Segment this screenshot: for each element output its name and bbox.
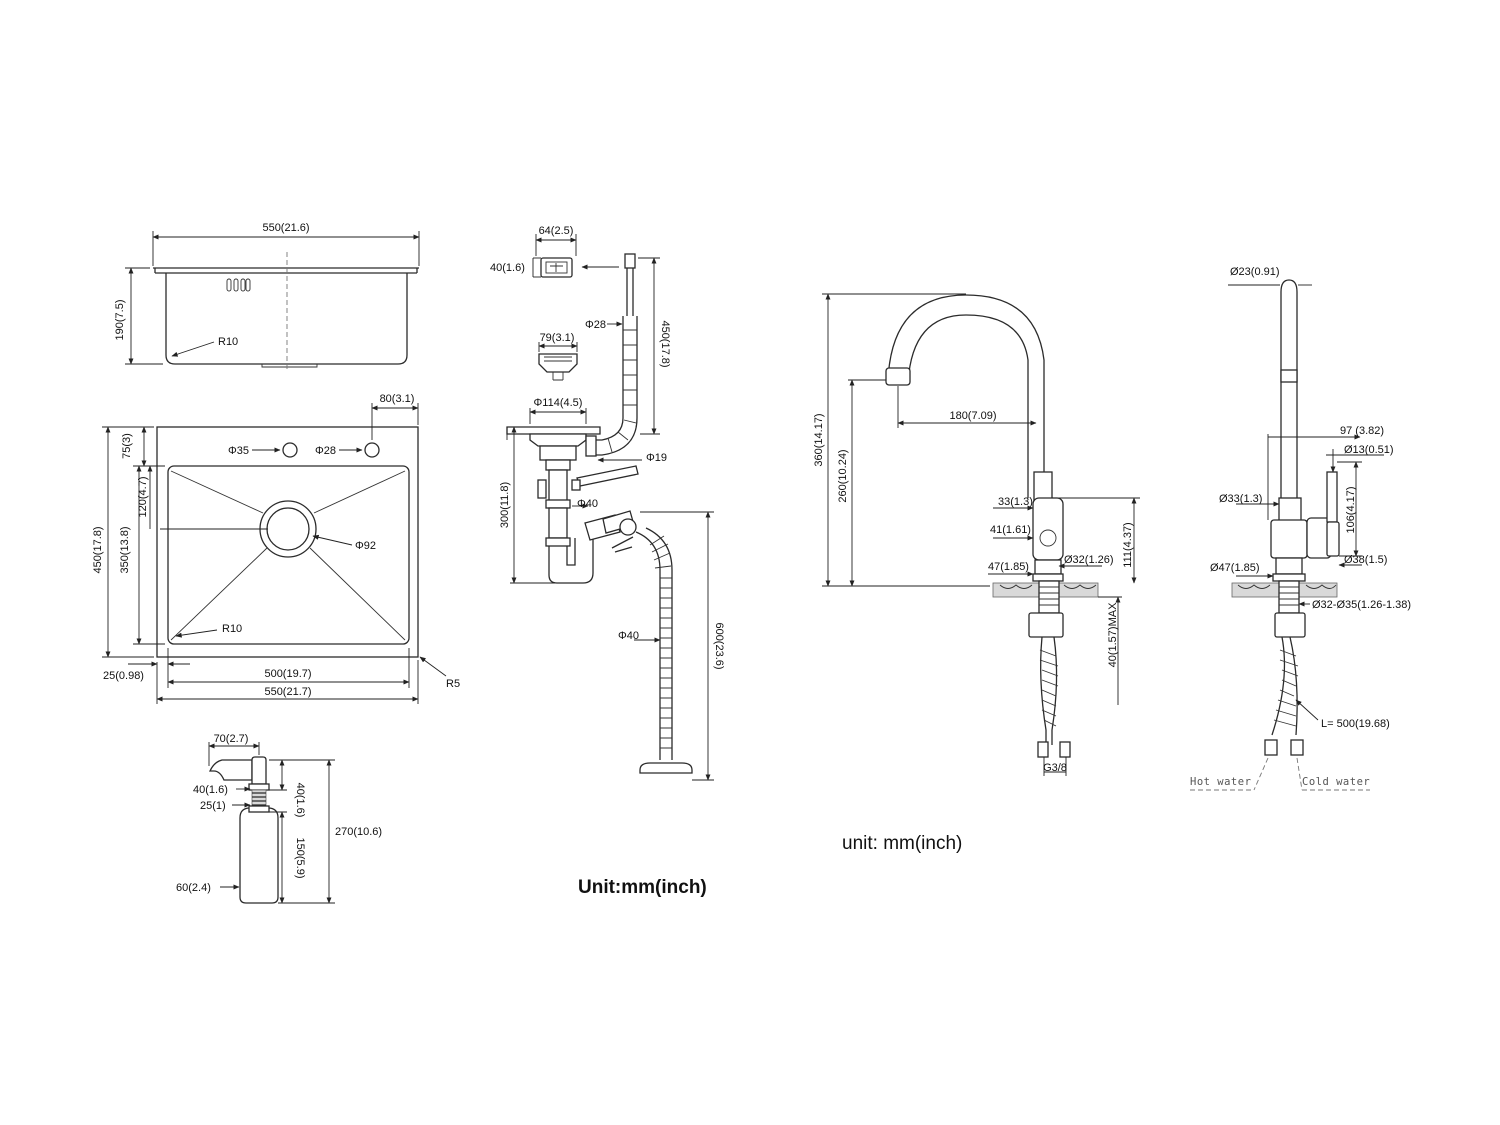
rim-top-label: 75(3) <box>121 433 133 459</box>
soap-head-label: 40(1.6) <box>193 784 228 796</box>
hole-label: Ø32-Ø35(1.26-1.38) <box>1312 599 1411 611</box>
handle-a-label: 33(1.3) <box>998 496 1033 508</box>
unit-label-right: unit: mm(inch) <box>842 833 962 854</box>
pipe-b-label: Φ40 <box>618 630 639 642</box>
soap-head-right-label: 40(1.6) <box>294 783 306 818</box>
side-base-label: Ø47(1.85) <box>1210 562 1260 574</box>
sink-top-view <box>102 403 447 704</box>
basket-label: 79(3.1) <box>540 332 575 344</box>
soap-diameter-label: 60(2.4) <box>176 882 211 894</box>
rim-right-label: 80(3.1) <box>380 393 415 405</box>
corner-radius-label: R5 <box>446 678 460 690</box>
spout-dia-label: Ø23(0.91) <box>1230 266 1280 278</box>
flange-label: Φ114(4.5) <box>534 397 583 409</box>
faucet-side-view <box>1190 279 1384 791</box>
reach-label: 180(7.09) <box>949 410 996 422</box>
drain-label: Φ92 <box>355 540 376 552</box>
faucet-height-label: 360(14.17) <box>813 413 825 466</box>
outlet-label: Φ19 <box>646 452 667 464</box>
handle-dia-label: Ø13(0.51) <box>1344 444 1394 456</box>
hot-water-label: Hot water <box>1190 776 1251 788</box>
thread-label: G3/8 <box>1043 762 1067 774</box>
overflow-width-label: 64(2.5) <box>539 225 574 237</box>
body-height-label: 111(4.37) <box>1122 522 1134 567</box>
total-height-label: 600(23.6) <box>713 622 725 669</box>
soap-thread-label: 25(1) <box>200 800 226 812</box>
hose-dia-label: Φ28 <box>585 319 606 331</box>
handle-height-label: 106(4.17) <box>1345 486 1357 533</box>
handle-b-label: 41(1.61) <box>990 524 1031 536</box>
hose-length-label: 450(17.8) <box>659 320 671 367</box>
hole-tap-label: Φ28 <box>315 445 336 457</box>
sink-radius-label: R10 <box>218 336 238 348</box>
hole-offset-label: 120(4.7) <box>137 477 149 518</box>
body-dia-label: Ø33(1.3) <box>1219 493 1262 505</box>
inner-width-label: 500(19.7) <box>264 668 311 680</box>
soap-dispenser-drawing <box>208 742 335 904</box>
unit-label-left: Unit:mm(inch) <box>578 877 707 898</box>
counter-label: 40(1.57)MAX <box>1107 602 1119 667</box>
outer-depth-label: 450(17.8) <box>92 526 104 573</box>
inner-radius-label: R10 <box>222 623 242 635</box>
outer-width-label: 550(21.7) <box>264 686 311 698</box>
sink-depth-label: 190(7.5) <box>114 300 126 341</box>
spout-height-label: 260(10.24) <box>837 449 849 502</box>
sink-width-label: 550(21.6) <box>262 222 309 234</box>
shank-label: Ø32(1.26) <box>1064 554 1114 566</box>
sink-front-view <box>125 231 420 372</box>
rim-left-label: 25(0.98) <box>103 670 144 682</box>
inner-depth-label: 350(13.8) <box>119 526 131 573</box>
soap-spout-label: 70(2.7) <box>214 733 249 745</box>
overflow-height-label: 40(1.6) <box>490 262 525 274</box>
handle-reach-label: 97 (3.82) <box>1340 425 1384 437</box>
trap-height-label: 300(11.8) <box>499 482 511 528</box>
soap-bottle-label: 150(5.9) <box>294 838 306 879</box>
hole-small-label: Φ35 <box>228 445 249 457</box>
pipe-a-label: Φ40 <box>577 498 598 510</box>
faucet-front-view <box>822 293 1140 776</box>
base-label: 47(1.85) <box>988 561 1029 573</box>
drain-kit-drawing <box>506 234 714 781</box>
cold-water-label: Cold water <box>1302 776 1370 788</box>
hose-length-side-label: L= 500(19.68) <box>1321 718 1390 730</box>
base-dia-label: Ø38(1.5) <box>1344 554 1387 566</box>
soap-total-label: 270(10.6) <box>335 826 382 838</box>
